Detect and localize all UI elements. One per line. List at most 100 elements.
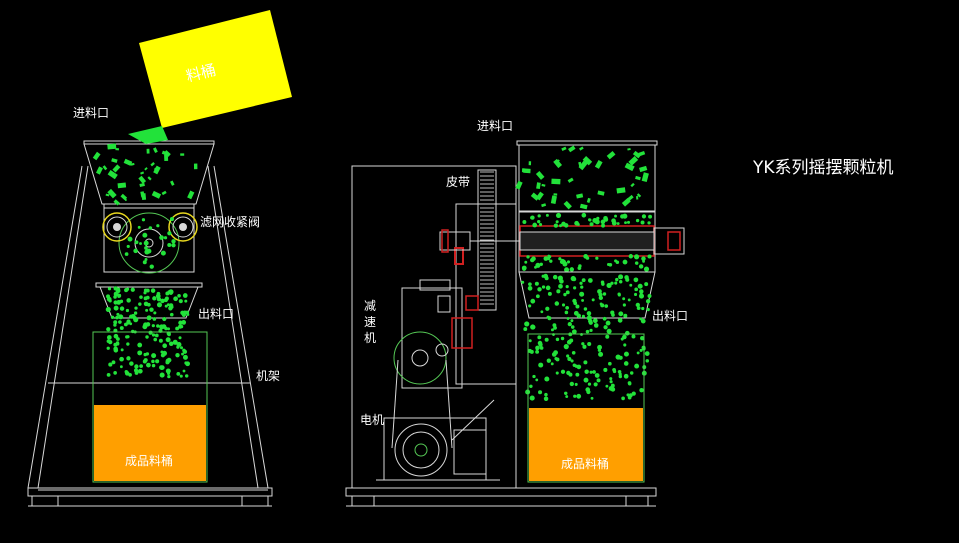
granule-chunk bbox=[586, 197, 591, 203]
granule-dot bbox=[565, 395, 569, 399]
granule-dot bbox=[644, 282, 649, 287]
granule-dot bbox=[156, 324, 160, 328]
granule-dot bbox=[614, 214, 617, 218]
granule-dot bbox=[569, 267, 575, 272]
granule-dot bbox=[113, 291, 119, 297]
granule-dot bbox=[543, 396, 549, 401]
granule-dot bbox=[555, 337, 560, 342]
granule-dot bbox=[108, 362, 113, 367]
label-inlet-side: 进料口 bbox=[477, 119, 513, 133]
granule-dot bbox=[633, 277, 639, 283]
granule-dot bbox=[605, 334, 610, 339]
granule-dot bbox=[185, 310, 190, 315]
granule-dot bbox=[117, 300, 121, 304]
granule-chunk bbox=[627, 147, 631, 151]
granule-dot bbox=[524, 260, 528, 264]
granule-dot bbox=[565, 285, 569, 289]
granule-dot bbox=[133, 311, 138, 315]
side-hopper-granules bbox=[515, 145, 649, 210]
granule-chunk bbox=[150, 162, 155, 167]
granule-dot bbox=[636, 306, 641, 311]
granule-chunk bbox=[164, 154, 169, 162]
granule-dot bbox=[535, 294, 540, 299]
granule-dot bbox=[115, 342, 120, 346]
granule-dot bbox=[622, 303, 626, 307]
granule-chunk bbox=[630, 182, 635, 188]
granule-chunk bbox=[576, 193, 584, 199]
granule-dot bbox=[622, 297, 626, 301]
granule-chunk bbox=[627, 194, 634, 201]
granule-dot bbox=[608, 361, 612, 366]
granule-dot bbox=[184, 361, 188, 365]
granule-dot bbox=[181, 352, 184, 356]
granule-dot bbox=[550, 362, 554, 366]
granule-dot bbox=[124, 252, 129, 256]
granule-dot bbox=[124, 288, 129, 293]
granule-dot bbox=[647, 293, 652, 298]
granule-dot bbox=[134, 306, 138, 310]
granule-dot bbox=[598, 295, 604, 301]
granule-dot bbox=[179, 374, 183, 378]
granule-dot bbox=[164, 304, 168, 308]
granule-dot bbox=[623, 343, 627, 347]
granule-dot bbox=[554, 301, 560, 306]
granule-dot bbox=[168, 341, 174, 346]
granule-dot bbox=[543, 273, 549, 279]
granule-dot bbox=[601, 282, 605, 286]
granule-dot bbox=[118, 314, 124, 320]
granule-dot bbox=[566, 317, 570, 320]
granule-dot bbox=[528, 282, 532, 287]
granule-dot bbox=[557, 275, 563, 281]
granule-dot bbox=[145, 335, 149, 339]
granule-dot bbox=[532, 222, 538, 228]
granule-dot bbox=[160, 365, 165, 370]
granule-dot bbox=[169, 217, 174, 222]
granule-dot bbox=[162, 343, 168, 349]
granule-dot bbox=[564, 310, 569, 315]
granule-dot bbox=[178, 336, 182, 340]
label-motor: 电机 bbox=[360, 413, 384, 427]
granule-chunk bbox=[606, 151, 616, 160]
granule-dot bbox=[125, 308, 130, 313]
granule-chunk bbox=[563, 200, 572, 210]
granule-dot bbox=[618, 274, 624, 280]
product-bucket-side bbox=[527, 333, 645, 483]
granule-dot bbox=[606, 282, 612, 289]
granule-dot bbox=[126, 319, 131, 324]
granule-dot bbox=[538, 362, 544, 368]
granule-dot bbox=[566, 339, 572, 345]
granule-dot bbox=[175, 352, 180, 358]
granule-dot bbox=[617, 369, 622, 374]
granule-dot bbox=[634, 287, 639, 292]
granule-dot bbox=[529, 349, 534, 354]
granule-dot bbox=[530, 257, 535, 263]
granule-dot bbox=[545, 306, 550, 311]
granule-dot bbox=[623, 313, 628, 318]
granule-dot bbox=[141, 218, 146, 222]
granule-dot bbox=[126, 356, 131, 361]
falling-granules bbox=[105, 286, 191, 379]
granule-dot bbox=[595, 256, 599, 260]
granule-dot bbox=[631, 391, 636, 396]
granule-dot bbox=[623, 351, 629, 357]
granule-dot bbox=[521, 280, 525, 284]
granule-chunk bbox=[551, 178, 561, 185]
granule-dot bbox=[627, 395, 632, 400]
granule-dot bbox=[639, 292, 643, 296]
granule-dot bbox=[544, 376, 550, 382]
granule-chunk bbox=[151, 190, 162, 199]
granule-dot bbox=[610, 310, 615, 315]
granule-dot bbox=[105, 306, 111, 313]
granule-chunk bbox=[161, 150, 169, 156]
granule-dot bbox=[593, 323, 599, 328]
granule-dot bbox=[574, 382, 578, 386]
granule-dot bbox=[602, 292, 607, 296]
granule-dot bbox=[173, 296, 178, 302]
granule-dot bbox=[566, 370, 571, 375]
granule-chunk bbox=[567, 177, 574, 183]
granule-dot bbox=[592, 218, 598, 224]
granule-dot bbox=[137, 342, 143, 348]
granule-dot bbox=[603, 325, 608, 330]
granule-chunk bbox=[635, 196, 639, 200]
granule-chunk bbox=[624, 162, 635, 172]
